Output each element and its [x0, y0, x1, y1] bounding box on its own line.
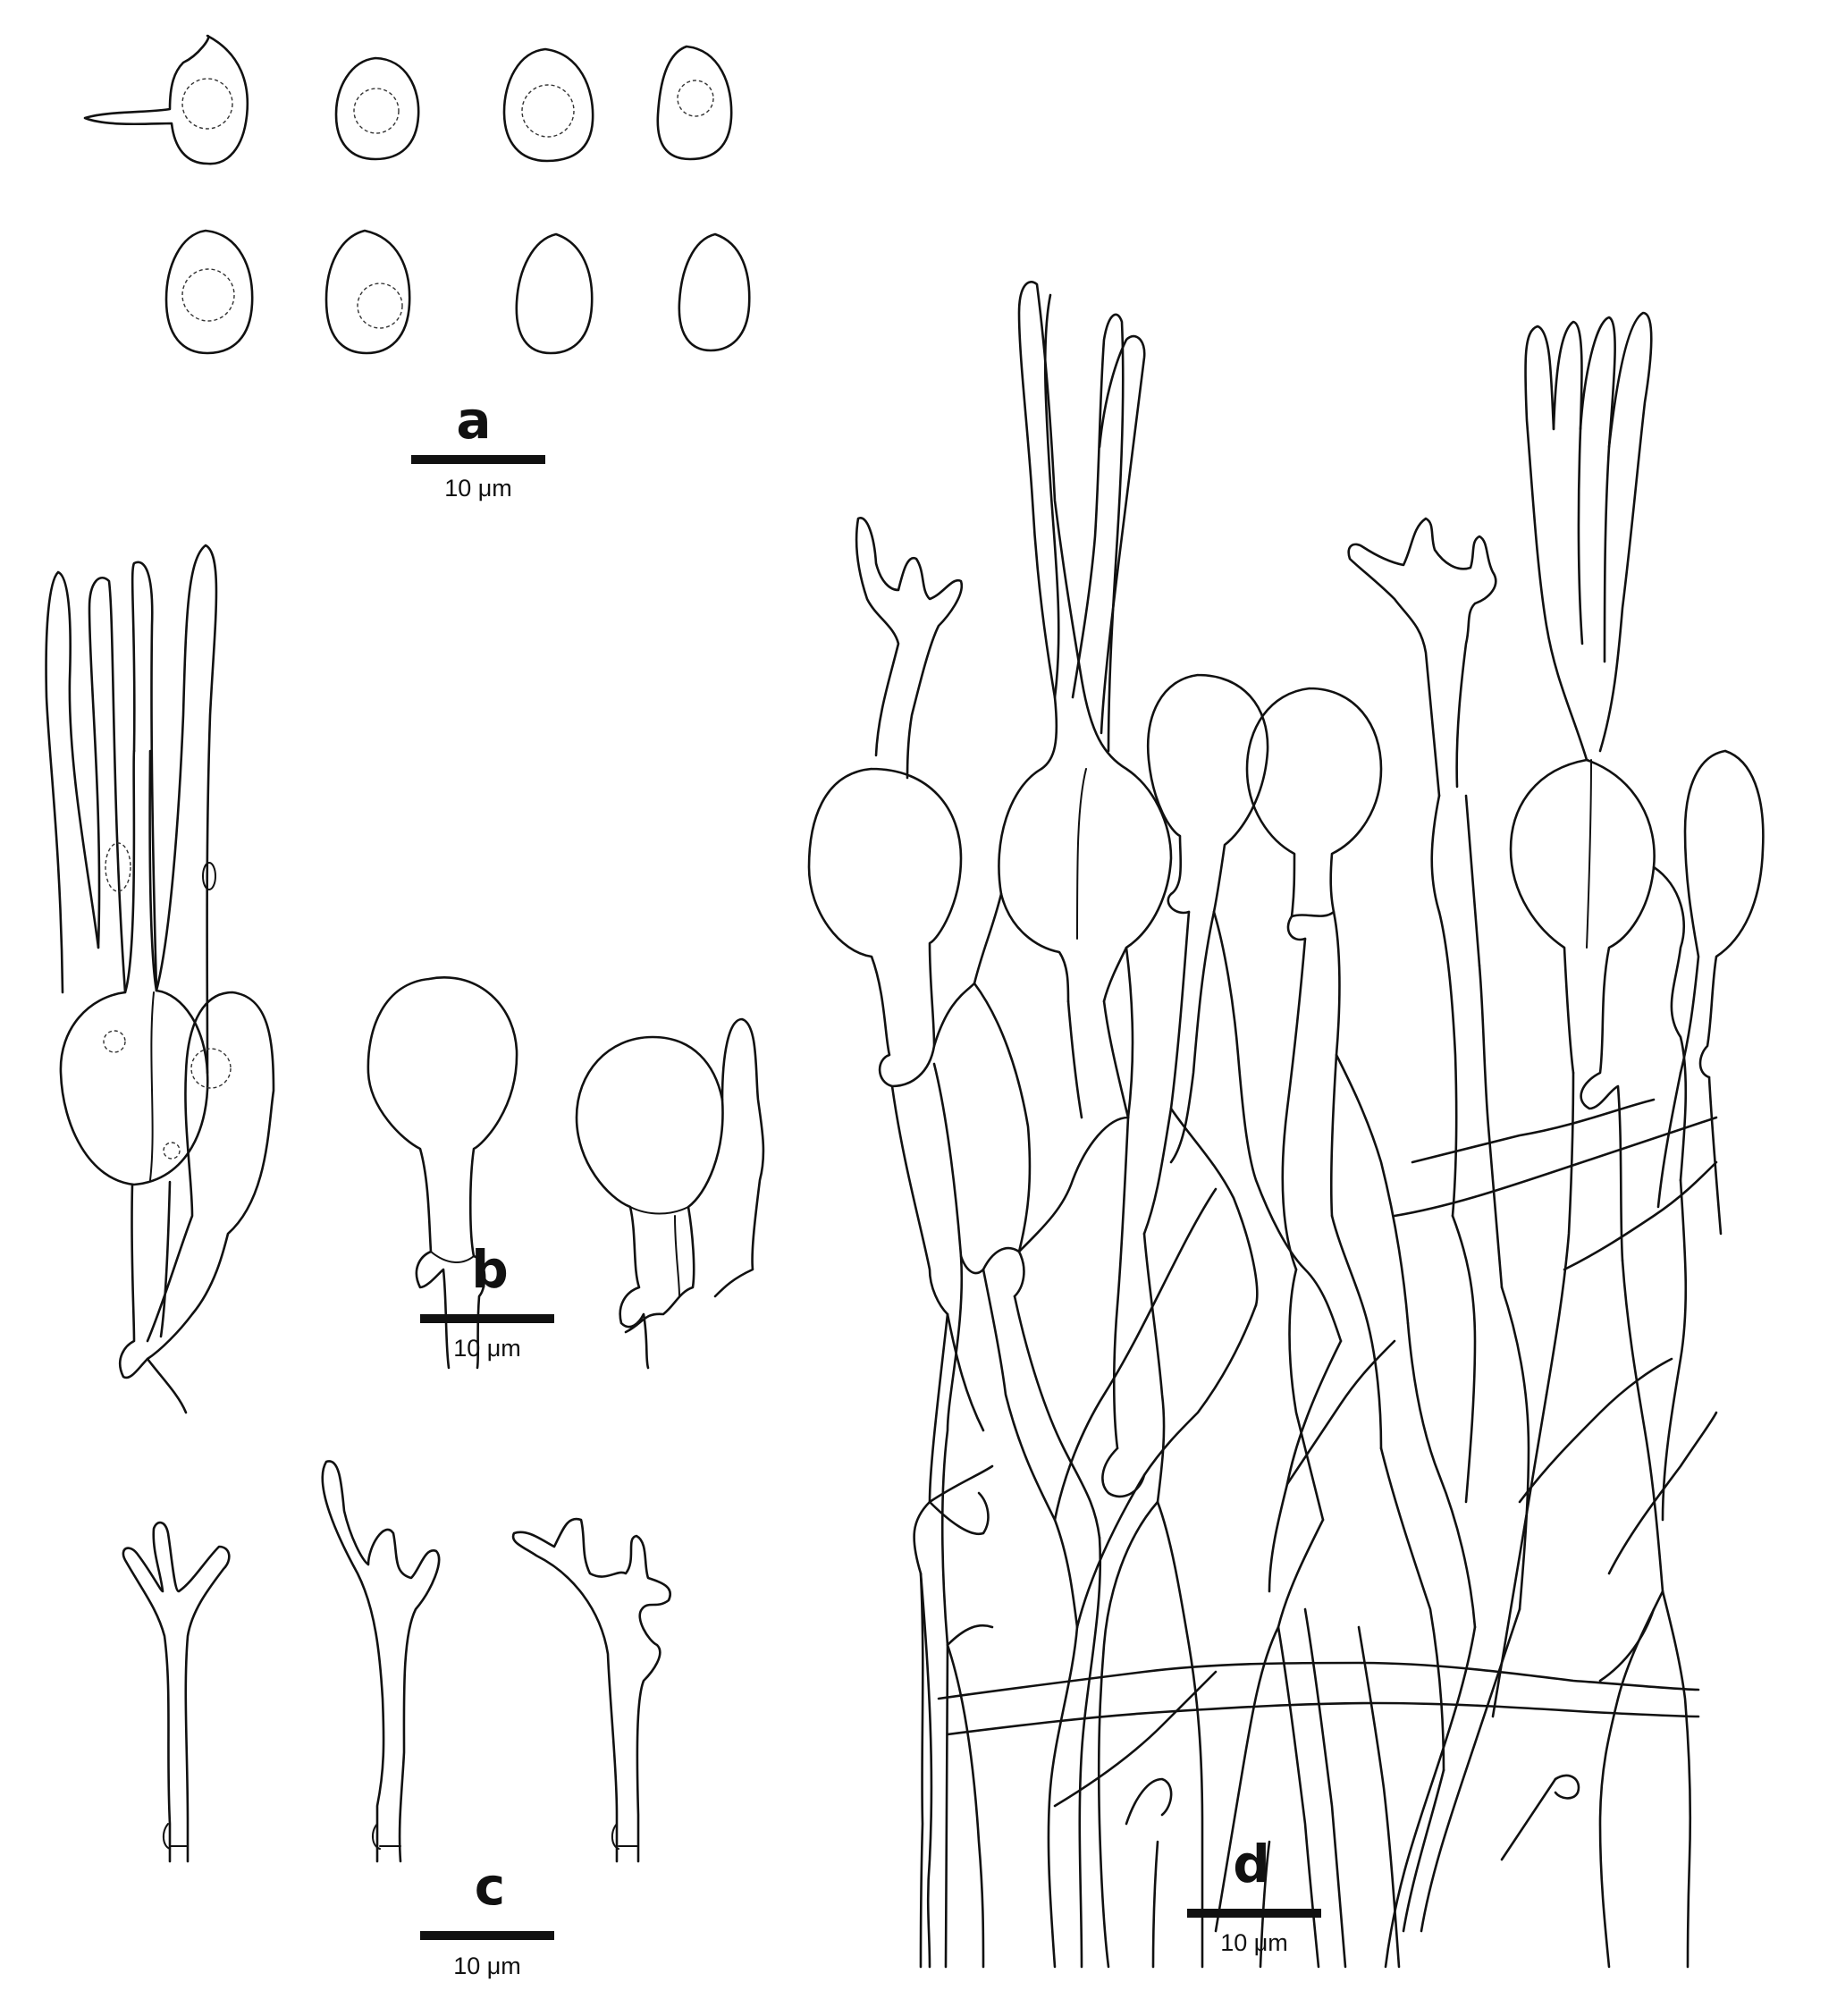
d-capitate-cystidium-left	[807, 767, 985, 1316]
spore-4	[656, 45, 733, 161]
spore-3	[502, 47, 594, 163]
branched-element-3	[511, 1517, 671, 1863]
d-subhymenial-hyphae	[928, 794, 1723, 1969]
branched-element-1	[122, 1521, 231, 1863]
spore-8	[678, 232, 751, 352]
panel-c-scale-label: 10 μm	[453, 1953, 521, 1979]
d-digitate-cystidium-center	[998, 281, 1173, 1119]
panel-c-scale-bar	[420, 1931, 554, 1940]
panel-b-scale-bar	[420, 1314, 554, 1323]
cystidium-branched-large	[45, 544, 275, 1414]
panel-b-cystidia: b 10 μm	[45, 544, 765, 1414]
panel-b-letter: b	[471, 1239, 509, 1300]
spore-1	[83, 34, 249, 165]
panel-d-scale-label: 10 μm	[1220, 1929, 1288, 1956]
spore-5	[164, 229, 254, 355]
spore-6	[324, 229, 411, 355]
d-hyphae-left	[913, 1254, 990, 1969]
panel-d-hymenium-section: d 10 μm	[807, 281, 1765, 1969]
d-capitate-cystidium-center-1	[1142, 673, 1269, 1236]
panel-a-scale-bar	[411, 455, 545, 464]
panel-b-scale-label: 10 μm	[453, 1335, 521, 1362]
panel-a-letter: a	[456, 390, 491, 451]
spore-7	[515, 232, 594, 355]
d-branched-element-right	[1347, 517, 1497, 797]
cystidium-capitate-2	[575, 1017, 765, 1370]
d-branched-element-left	[855, 517, 964, 780]
panel-c-branched-elements: c 10 μm	[122, 1460, 671, 1979]
d-clavate-cystidium-right	[1679, 749, 1765, 1079]
d-capitate-cystidium-center-2	[1245, 687, 1383, 1271]
cystidium-capitate-1	[367, 976, 518, 1370]
panel-c-letter: c	[475, 1856, 505, 1917]
spore-2	[334, 56, 420, 161]
panel-a-spores: a 10 μm	[83, 34, 751, 502]
branched-element-2	[321, 1460, 441, 1863]
d-digitate-cystidium-right	[1509, 311, 1688, 1262]
panel-d-letter: d	[1233, 1834, 1270, 1894]
panel-a-scale-label: 10 μm	[444, 475, 512, 502]
panel-d-scale-bar	[1187, 1909, 1321, 1918]
